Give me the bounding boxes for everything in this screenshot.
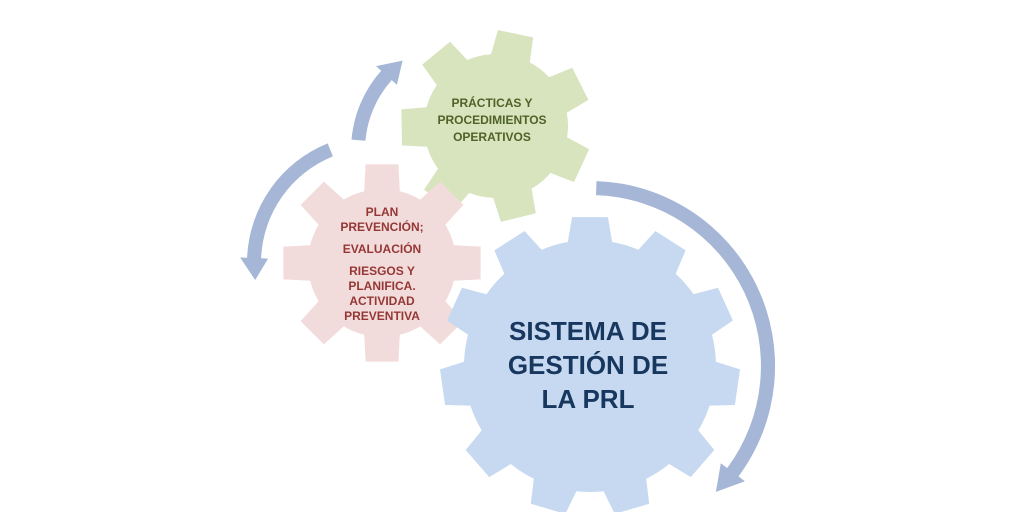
arrow-down-left xyxy=(240,143,333,280)
system-line-3: LA PRL xyxy=(541,384,635,414)
plan-line-6: ACTIVIDAD xyxy=(349,293,415,308)
arrow-system-right xyxy=(596,181,776,492)
system-line-2: GESTIÓN DE xyxy=(507,350,669,380)
system-line-1: SISTEMA DE xyxy=(509,316,667,346)
plan-line-4: RIESGOS Y xyxy=(349,263,415,278)
plan-line-1: PLAN xyxy=(365,204,399,219)
practices-line-1: PRÁCTICAS Y xyxy=(451,95,533,110)
practices-gear-label: PRÁCTICAS Y PROCEDIMIENTOS OPERATIVOS xyxy=(412,90,572,150)
plan-gear-label: PLAN PREVENCIÓN; EVALUACIÓN RIESGOS Y PL… xyxy=(304,196,460,332)
cycle-arrows xyxy=(240,60,776,492)
plan-line-7: PREVENTIVA xyxy=(344,308,420,323)
plan-line-2: PREVENCIÓN; xyxy=(340,219,424,234)
plan-line-3: EVALUACIÓN xyxy=(342,241,422,256)
plan-gear xyxy=(283,164,481,362)
system-gear-label: SISTEMA DE GESTIÓN DE LA PRL xyxy=(470,310,706,420)
practices-gear xyxy=(401,30,590,222)
practices-line-3: OPERATIVOS xyxy=(453,129,531,144)
system-gear xyxy=(440,217,740,512)
arrow-up-left xyxy=(351,60,403,141)
plan-line-5: PLANIFICA. xyxy=(348,278,416,293)
gears-group xyxy=(283,30,740,512)
practices-line-2: PROCEDIMIENTOS xyxy=(437,112,547,127)
